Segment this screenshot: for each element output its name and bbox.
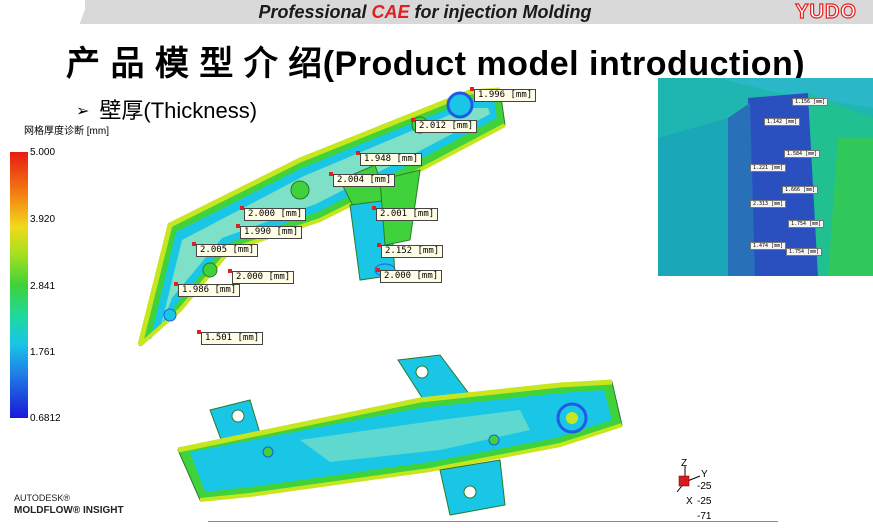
thickness-label: 2.012 [mm] <box>410 118 478 133</box>
scale-tick: 5.000 <box>30 147 56 158</box>
thickness-label: 2.005 [mm] <box>191 242 259 257</box>
scale-title: 网格厚度诊断 [mm] <box>24 126 109 137</box>
thickness-label: 2.000 [mm] <box>239 206 307 221</box>
axis-value: -25 <box>697 496 712 507</box>
thickness-label: 1.501 [mm] <box>196 330 264 345</box>
bullet-thickness: ➢ 壁厚(Thickness) <box>76 93 257 125</box>
inset-thickness-label: 1.142 [mm] <box>764 118 801 126</box>
inset-thickness-label: 1.221 [mm] <box>750 164 787 172</box>
thickness-label: 1.996 [mm] <box>469 87 537 102</box>
inset-thickness-label: 1.584 [mm] <box>784 150 821 158</box>
inset-thickness-label: 1.754 [mm] <box>786 248 823 256</box>
page-title: 产 品 模 型 介 绍(Product model introduction) <box>66 45 806 83</box>
thickness-label: 2.000 [mm] <box>375 268 443 283</box>
thickness-label: 1.948 [mm] <box>355 151 423 166</box>
thickness-label: 1.986 [mm] <box>173 282 241 297</box>
axis-value: -71 <box>697 511 712 522</box>
inset-zoom-view: 1.156 [mm] 1.142 [mm] 1.584 [mm] 1.221 [… <box>658 78 873 276</box>
axis-value: -25 <box>697 481 712 492</box>
thickness-label: 2.152 [mm] <box>376 243 444 258</box>
thickness-label: 1.990 [mm] <box>235 224 303 239</box>
inset-thickness-label: 1.754 [mm] <box>788 220 825 228</box>
header-bar: Professional CAE for injection Molding Y… <box>85 0 873 24</box>
scale-tick: 3.920 <box>30 214 56 225</box>
thickness-label: 2.001 [mm] <box>371 206 439 221</box>
scale-tick: 0.6812 <box>30 413 61 424</box>
bullet-text: 壁厚(Thickness) <box>99 98 258 123</box>
color-scale-bar <box>10 152 28 418</box>
scale-tick: 2.841 <box>30 281 56 292</box>
inset-thickness-label: 1.156 [mm] <box>792 98 829 106</box>
brand-line-1: AUTODESK® <box>14 493 70 503</box>
inset-thickness-label: 1.666 [mm] <box>782 186 819 194</box>
inset-mesh <box>658 78 873 276</box>
inset-thickness-label: 1.474 [mm] <box>750 242 787 250</box>
yudo-logo: YUDO <box>795 0 857 23</box>
autodesk-moldflow-logo: AUTODESK® MOLDFLOW® INSIGHT <box>14 492 124 517</box>
axis-x-label: X <box>686 496 693 507</box>
inset-thickness-label: 2.313 [mm] <box>750 200 787 208</box>
bullet-arrow-icon: ➢ <box>76 103 90 120</box>
brand-line-2: MOLDFLOW® INSIGHT <box>14 505 124 516</box>
axis-y-label: Y <box>701 469 708 480</box>
scale-tick: 1.761 <box>30 347 56 358</box>
bottom-divider <box>208 521 778 528</box>
thickness-label: 2.000 [mm] <box>227 269 295 284</box>
axis-z-label: Z <box>681 458 688 469</box>
header-title: Professional CAE for injection Molding <box>258 2 592 22</box>
thickness-label: 2.004 [mm] <box>328 172 396 187</box>
